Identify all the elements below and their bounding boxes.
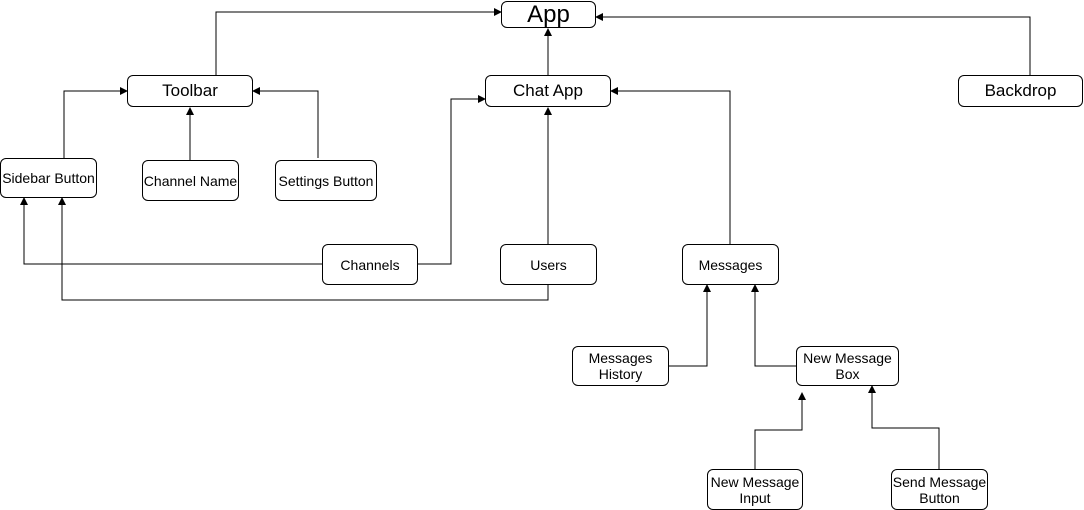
node-channels-label: Channels: [340, 256, 400, 273]
edge-channels-to-chat-app: [418, 95, 486, 265]
node-channels: Channels: [322, 244, 418, 285]
edge-users-to-sidebar-button: [58, 197, 549, 301]
edge-new-message-input-to-new-message-box: [754, 392, 806, 469]
node-chat-app: Chat App: [485, 75, 611, 107]
edge-new-message-box-to-messages: [751, 284, 796, 367]
edge-send-message-button-to-new-message-box: [868, 385, 940, 469]
node-backdrop: Backdrop: [958, 75, 1083, 107]
node-new-message-input: New Message Input: [707, 469, 803, 510]
node-settings-button: Settings Button: [275, 160, 377, 201]
node-settings-button-label: Settings Button: [278, 172, 374, 189]
node-chat-app-label: Chat App: [513, 81, 583, 100]
node-new-message-box: New Message Box: [796, 346, 899, 386]
edge-messages-history-to-messages: [668, 284, 711, 367]
node-messages-history: Messages History: [572, 346, 669, 386]
node-backdrop-label: Backdrop: [984, 81, 1057, 100]
node-sidebar-button: Sidebar Button: [0, 158, 97, 198]
node-new-message-box-label: New Message Box: [803, 350, 892, 382]
node-messages-label: Messages: [698, 256, 763, 273]
node-send-message-button: Send Message Button: [891, 469, 988, 510]
node-app-label: App: [527, 0, 570, 28]
node-send-message-button-label: Send Message Button: [892, 473, 987, 506]
edge-toolbar-to-app: [215, 8, 502, 75]
node-app: App: [501, 1, 596, 28]
edge-sidebar-button-to-toolbar: [63, 87, 128, 158]
node-messages: Messages: [682, 244, 779, 285]
node-channel-name: Channel Name: [142, 160, 239, 201]
edge-settings-button-to-toolbar: [252, 87, 319, 158]
node-users-label: Users: [530, 256, 567, 273]
node-toolbar-label: Toolbar: [162, 81, 218, 100]
edge-messages-to-chat-app: [610, 87, 731, 244]
edge-channels-to-sidebar-button: [20, 197, 322, 265]
node-messages-history-label: Messages History: [588, 350, 653, 382]
edge-backdrop-to-app: [595, 13, 1031, 75]
node-sidebar-button-label: Sidebar Button: [2, 170, 95, 186]
node-channel-name-label: Channel Name: [143, 172, 238, 189]
node-toolbar: Toolbar: [127, 75, 253, 107]
node-new-message-input-label: New Message Input: [710, 473, 800, 506]
node-users: Users: [500, 244, 597, 285]
